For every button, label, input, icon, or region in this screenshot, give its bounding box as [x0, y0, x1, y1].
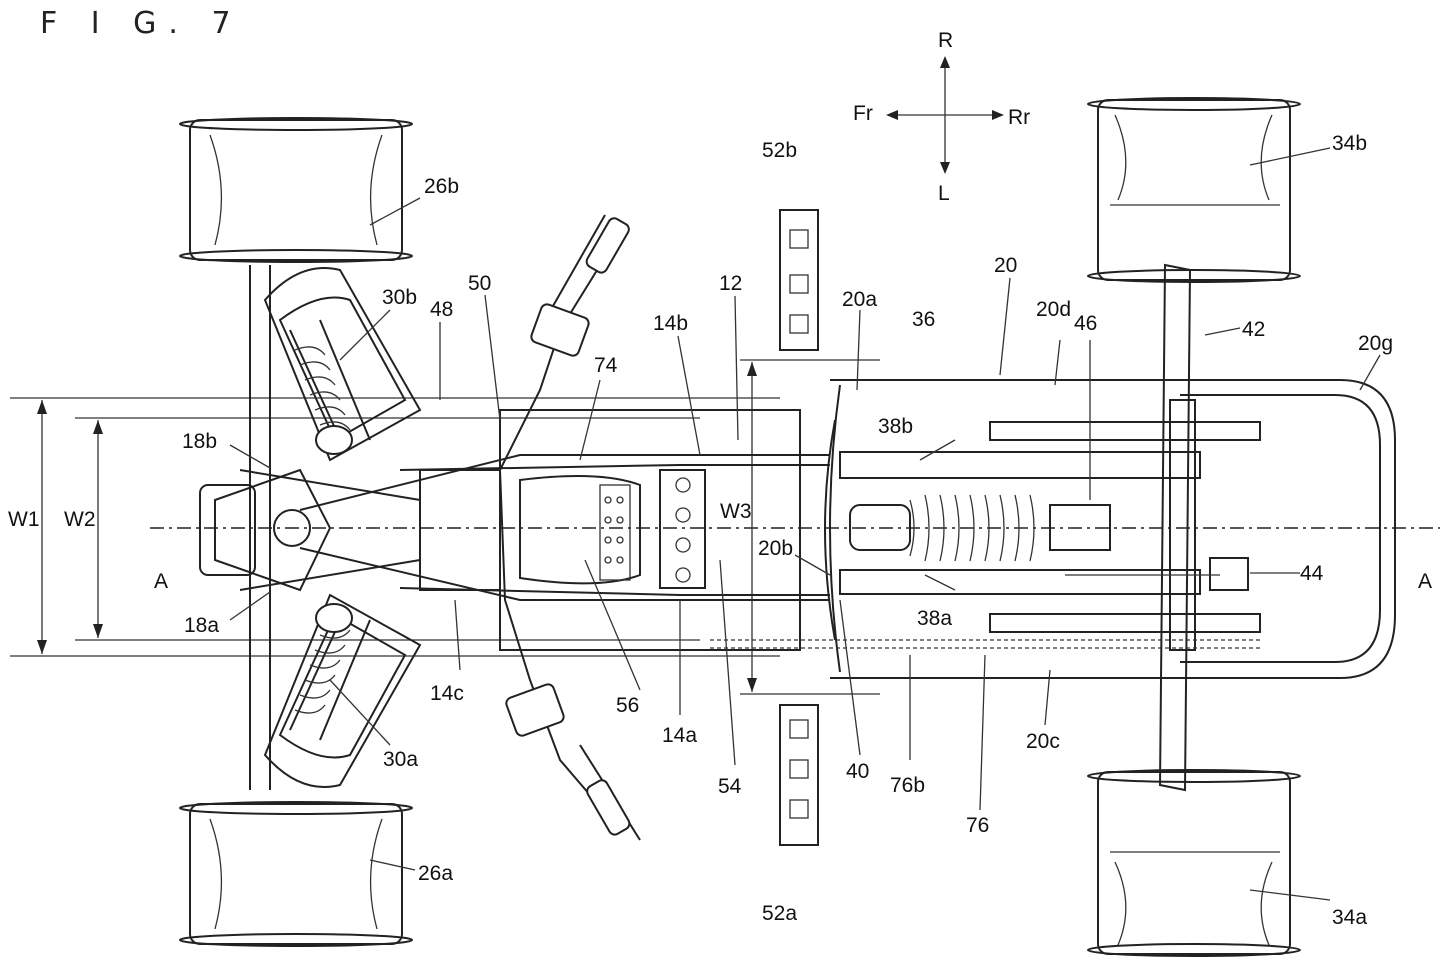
- figure-title: F I G. 7: [40, 6, 243, 41]
- leader-lines: [229, 147, 1381, 901]
- label-26b: 26b: [424, 175, 459, 198]
- label-a-right: A: [1418, 570, 1432, 593]
- label-20b: 20b: [758, 537, 793, 560]
- direction-label-rr: Rr: [1008, 106, 1030, 129]
- front-hub-assembly: [199, 468, 421, 592]
- label-30a: 34a: [1332, 906, 1367, 929]
- shock-absorber-34b: [289, 319, 371, 455]
- label-18b: 18b: [182, 430, 217, 453]
- label-20: 20: [994, 254, 1017, 277]
- label-52b: 52b: [762, 139, 797, 162]
- dimension-w2: [75, 417, 700, 641]
- label-36: 36: [912, 308, 935, 331]
- direction-indicator: R L Fr Rr: [853, 29, 1030, 205]
- label-38b: 38b: [878, 415, 913, 438]
- footrest-52a: [779, 704, 819, 846]
- label-46: 46: [1074, 312, 1097, 335]
- label-w2: W2: [64, 508, 96, 531]
- label-48: 48: [430, 298, 453, 321]
- direction-label-r: R: [938, 29, 953, 52]
- shock-absorber-34a: [289, 603, 371, 741]
- front-suspension: [249, 265, 422, 790]
- label-54: 54: [718, 775, 742, 798]
- label-14a: 14a: [662, 724, 697, 747]
- label-12: 12: [719, 272, 742, 295]
- label-20g: 20g: [1358, 332, 1393, 355]
- chain-76: [710, 639, 1260, 649]
- label-50: 50: [468, 272, 491, 295]
- label-w1: W1: [8, 508, 40, 531]
- seat-56: [519, 475, 641, 585]
- label-20c: 20c: [1026, 730, 1060, 753]
- rear-shock-36: [849, 399, 1196, 651]
- handlebar: [498, 214, 641, 841]
- label-40: 40: [846, 760, 869, 783]
- label-74: 74: [594, 354, 618, 377]
- direction-label-l: L: [938, 182, 950, 205]
- rear-bumper-20g: [1170, 379, 1396, 679]
- label-14b: 14b: [653, 312, 688, 335]
- label-18a: 18a: [184, 614, 219, 637]
- label-38a: 38a: [917, 607, 952, 630]
- label-20d: 20d: [1036, 298, 1071, 321]
- label-34b: 30b: [382, 286, 417, 309]
- rear-wheel-30a: [1087, 769, 1301, 957]
- label-34a: 30a: [383, 748, 418, 771]
- rear-axle-42: [1158, 263, 1192, 792]
- label-w3: W3: [720, 500, 752, 523]
- main-frame: [299, 409, 830, 651]
- footrest-52b: [779, 209, 819, 351]
- dimension-w1: [10, 397, 780, 657]
- label-44: 44: [1300, 562, 1324, 585]
- rear-wheel-30b: [1087, 97, 1301, 283]
- dimension-w3: [740, 359, 880, 695]
- label-76: 76: [966, 814, 989, 837]
- mount-44: [1209, 557, 1249, 591]
- label-14c: 14c: [430, 682, 464, 705]
- rear-frame-20: [824, 379, 1261, 679]
- direction-label-fr: Fr: [853, 102, 873, 125]
- label-26a: 26a: [418, 862, 453, 885]
- label-42: 42: [1242, 318, 1265, 341]
- front-wheel-26a: [179, 801, 413, 947]
- label-52a: 52a: [762, 902, 797, 925]
- label-30b: 34b: [1332, 132, 1367, 155]
- label-56: 56: [616, 694, 639, 717]
- label-76b: 76b: [890, 774, 925, 797]
- label-a-left: A: [154, 570, 168, 593]
- front-wheel-26b: [179, 117, 413, 263]
- label-20a: 20a: [842, 288, 877, 311]
